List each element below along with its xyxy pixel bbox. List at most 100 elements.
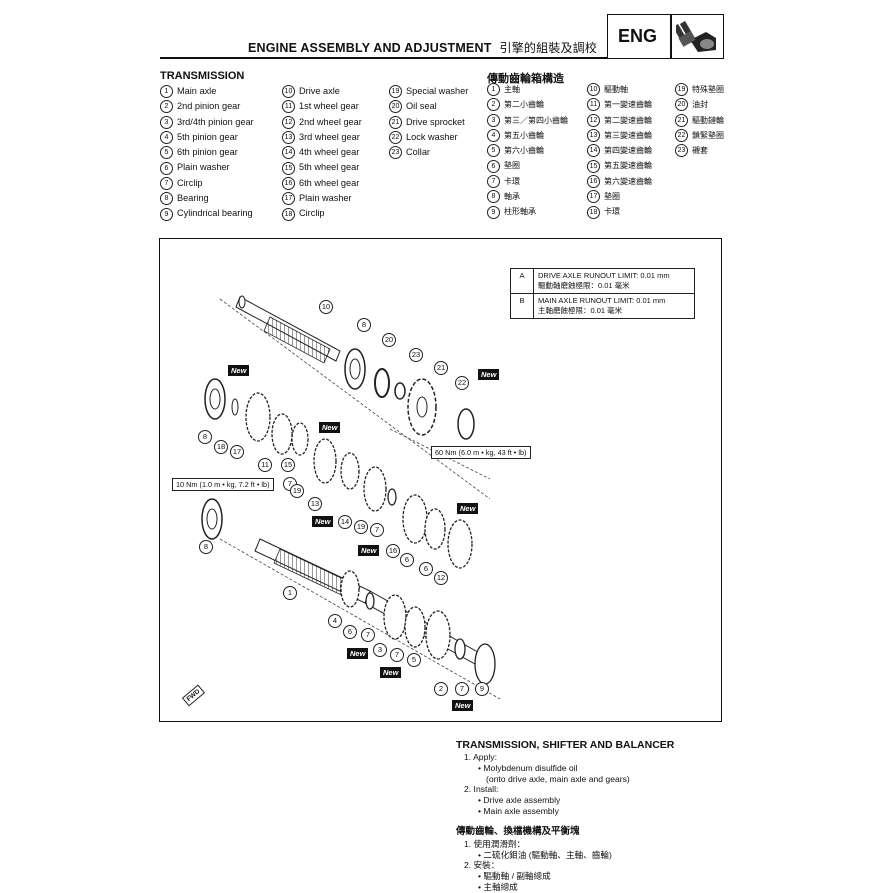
callout-number: 23 — [389, 146, 402, 160]
diagram-callout: 12 — [434, 571, 448, 585]
callout-number: 1 — [487, 83, 500, 97]
callout-number: 17 — [282, 192, 295, 206]
legend-en-label: 6th wheel gear — [299, 177, 360, 188]
instruction-line: (onto drive axle, main axle and gears) — [486, 773, 630, 784]
legend-en-item: 6 Plain washer — [160, 160, 254, 175]
diagram-callout: 7 — [390, 648, 404, 662]
diagram-callout: 6 — [419, 562, 433, 576]
diagram-callout: 6 — [343, 625, 357, 639]
spec-cn: 主軸磨蝕極限：0.01 毫米 — [538, 306, 623, 315]
diagram-callout: 8 — [199, 540, 213, 554]
callout-number: 20 — [675, 98, 688, 112]
legend-cn-label: 第三／第四小齒輪 — [504, 115, 568, 125]
callout-number: 11 — [282, 100, 295, 114]
callout-number: 22 — [675, 129, 688, 143]
legend-title-en: TRANSMISSION — [160, 70, 245, 82]
instruction-line: • Main axle assembly — [478, 805, 559, 816]
callout-number: 8 — [160, 192, 173, 206]
diagram-callout: 7 — [370, 523, 384, 537]
callout-number: 11 — [587, 98, 600, 112]
legend-cn-label: 軸承 — [504, 192, 520, 202]
callout-number: 13 — [282, 131, 295, 145]
callout-number: 18 — [282, 207, 295, 221]
legend-en-label: Cylindrical bearing — [177, 208, 253, 219]
diagram-callout: 9 — [475, 682, 489, 696]
callout-number: 15 — [282, 161, 295, 175]
spec-key: B — [510, 293, 534, 319]
engine-icon — [676, 20, 716, 52]
section-tab-label: ENG — [618, 26, 658, 46]
transmission-exploded-view — [201, 295, 501, 700]
legend-cn-label: 第五變速齒輪 — [604, 161, 652, 171]
legend-en-item: 8 Bearing — [160, 191, 254, 206]
callout-number: 6 — [160, 161, 173, 175]
new-part-tag: New — [358, 545, 380, 556]
legend-en-label: Circlip — [299, 208, 325, 219]
new-part-tag: New — [312, 516, 334, 527]
diagram-callout: 7 — [455, 682, 469, 696]
instructions-en: 1. Apply:• Molybdenum disulfide oil(onto… — [456, 752, 716, 817]
instructions: TRANSMISSION, SHIFTER AND BALANCER 1. Ap… — [456, 738, 716, 893]
callout-number: 16 — [587, 174, 600, 188]
oil-seal — [374, 368, 390, 398]
callout-number: 6 — [487, 159, 500, 173]
collar — [394, 382, 406, 400]
section-tab-divider — [670, 14, 672, 59]
wheel-gears — [245, 392, 473, 569]
spec-en: DRIVE AXLE RUNOUT LIMIT: 0.01 mm — [538, 271, 670, 280]
legend-cn-label: 卡環 — [504, 176, 520, 186]
diagram-callout: 6 — [400, 553, 414, 567]
legend-cn-label: 驅動鏈輪 — [692, 115, 724, 125]
torque-label-sprocket: 60 Nm (6.0 m • kg, 43 ft • lb) — [431, 446, 531, 459]
legend-cn-label: 襯套 — [692, 146, 708, 156]
legend-cn-label: 第二小齒輪 — [504, 100, 544, 110]
callout-number: 8 — [487, 190, 500, 204]
callout-number: 12 — [587, 113, 600, 127]
new-part-tag: New — [319, 422, 341, 433]
diagram-callout: 5 — [407, 653, 421, 667]
bearing-upper — [344, 348, 366, 390]
legend-en-label: Bearing — [177, 193, 209, 204]
spec-key: A — [510, 268, 534, 294]
legend-cn-item: 8 軸承 — [487, 189, 568, 204]
callout-number: 5 — [160, 146, 173, 160]
instruction-line: • Molybdenum disulfide oil — [478, 762, 578, 773]
diagram-callout: 15 — [281, 458, 295, 472]
header-rule — [160, 57, 607, 59]
legend-en-label: Oil seal — [406, 101, 437, 112]
callout-number: 14 — [587, 144, 600, 158]
diagram-callout: 11 — [258, 458, 272, 472]
legend-cn-label: 墊圈 — [504, 161, 520, 171]
diagram-callout: 23 — [409, 348, 423, 362]
callout-number: 23 — [675, 144, 688, 158]
legend-cn-label: 特殊墊圈 — [692, 85, 724, 94]
callout-number: 16 — [282, 176, 295, 190]
legend-en-label: Plain washer — [177, 162, 230, 173]
instruction-line: 1. 使用潤滑劑： — [464, 838, 526, 849]
instruction-line: 1. Apply: — [464, 752, 497, 762]
callout-number: 15 — [587, 159, 600, 173]
legend-en-label: Drive axle — [299, 86, 340, 96]
drive-axle — [235, 295, 341, 364]
page-title-en: ENGINE ASSEMBLY AND ADJUSTMENT — [248, 41, 492, 55]
legend-cn-item: 23 襯套 — [675, 143, 724, 158]
